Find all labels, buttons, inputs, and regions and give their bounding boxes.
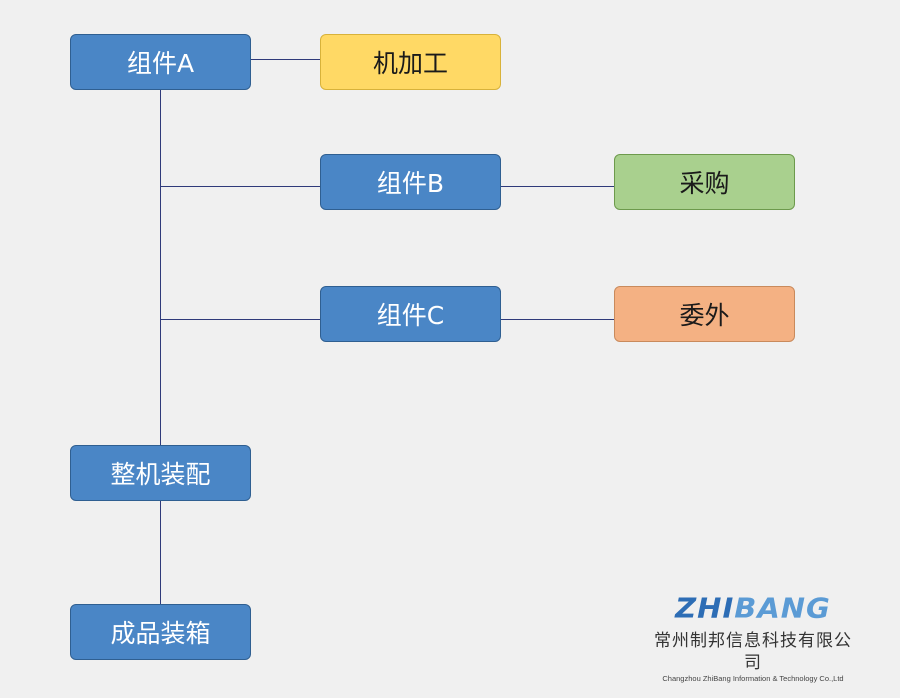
node-machining: 机加工 <box>320 34 501 90</box>
node-component-b: 组件B <box>320 154 501 210</box>
node-component-a: 组件A <box>70 34 251 90</box>
node-final-assembly: 整机装配 <box>70 445 251 501</box>
company-logo: ZHIBANG 常州制邦信息科技有限公司 Changzhou ZhiBang I… <box>646 592 860 683</box>
node-finished-packing: 成品装箱 <box>70 604 251 660</box>
logo-wordmark: ZHIBANG <box>675 591 831 625</box>
node-purchasing: 采购 <box>614 154 795 210</box>
node-component-c: 组件C <box>320 286 501 342</box>
company-name-cn: 常州制邦信息科技有限公司 <box>654 631 852 673</box>
company-name-en: Changzhou ZhiBang Information & Technolo… <box>662 674 844 683</box>
node-outsourcing: 委外 <box>614 286 795 342</box>
